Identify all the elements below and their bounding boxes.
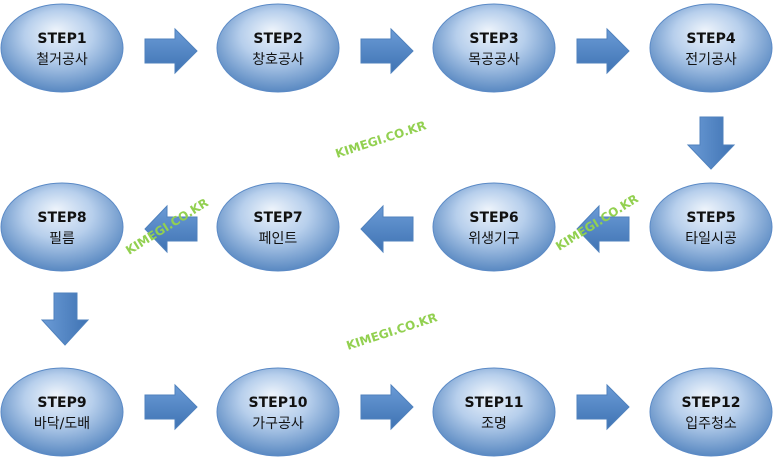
step-node-1: STEP1 철거공사	[0, 3, 124, 93]
arrow-left-icon	[576, 204, 630, 254]
arrow-right-icon	[144, 383, 198, 431]
step-title: STEP10	[249, 395, 308, 411]
step-title: STEP4	[686, 31, 735, 47]
step-title: STEP6	[469, 210, 518, 226]
step-title: STEP9	[37, 395, 86, 411]
step-node-7: STEP7 페인트	[216, 182, 340, 272]
step-title: STEP3	[469, 31, 518, 47]
arrow-right-icon	[576, 383, 630, 431]
step-name: 창호공사	[252, 52, 304, 68]
step-node-4: STEP4 전기공사	[649, 3, 773, 93]
step-node-8: STEP8 필름	[0, 182, 124, 272]
step-name: 타일시공	[685, 231, 737, 247]
step-title: STEP11	[465, 395, 524, 411]
arrow-left-icon	[360, 204, 414, 254]
step-node-2: STEP2 창호공사	[216, 3, 340, 93]
arrow-right-icon	[576, 27, 630, 75]
step-name: 바닥/도배	[34, 416, 90, 432]
step-node-12: STEP12 입주청소	[649, 367, 773, 457]
step-node-3: STEP3 목공공사	[432, 3, 556, 93]
step-node-9: STEP9 바닥/도배	[0, 367, 124, 457]
step-name: 전기공사	[685, 52, 737, 68]
step-title: STEP1	[37, 31, 86, 47]
step-node-6: STEP6 위생기구	[432, 182, 556, 272]
step-name: 목공공사	[468, 52, 520, 68]
arrow-right-icon	[360, 383, 414, 431]
watermark-text: KIMEGI.CO.KR	[334, 118, 428, 161]
step-node-10: STEP10 가구공사	[216, 367, 340, 457]
step-title: STEP8	[37, 210, 86, 226]
step-node-11: STEP11 조명	[432, 367, 556, 457]
step-title: STEP2	[253, 31, 302, 47]
step-title: STEP12	[682, 395, 741, 411]
step-name: 입주청소	[685, 416, 737, 432]
step-name: 철거공사	[36, 52, 88, 68]
step-name: 필름	[49, 231, 75, 247]
step-title: STEP7	[253, 210, 302, 226]
step-name: 페인트	[259, 231, 298, 247]
arrow-right-icon	[144, 27, 198, 75]
step-name: 가구공사	[252, 416, 304, 432]
arrow-down-icon	[40, 292, 90, 346]
step-title: STEP5	[686, 210, 735, 226]
step-node-5: STEP5 타일시공	[649, 182, 773, 272]
arrow-right-icon	[360, 27, 414, 75]
arrow-left-icon	[144, 204, 198, 254]
step-name: 위생기구	[468, 231, 520, 247]
arrow-down-icon	[686, 116, 736, 170]
step-name: 조명	[481, 416, 507, 432]
watermark-text: KIMEGI.CO.KR	[345, 310, 439, 353]
